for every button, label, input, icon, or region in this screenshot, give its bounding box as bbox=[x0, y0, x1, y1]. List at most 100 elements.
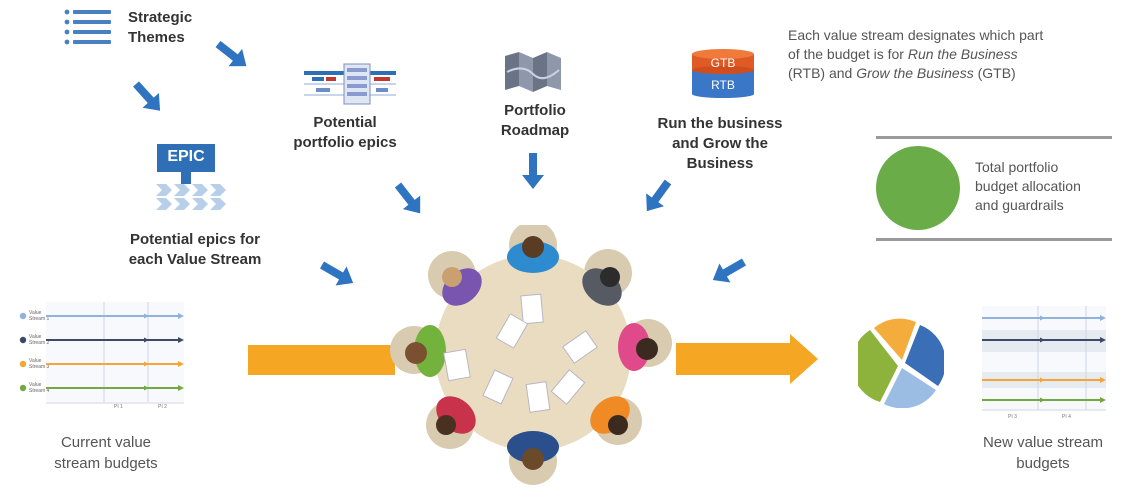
budget-bar-midhead bbox=[1040, 315, 1045, 321]
person-green bbox=[405, 325, 446, 377]
row-label: Stream 2 bbox=[29, 340, 50, 346]
row-label: Value bbox=[29, 310, 42, 316]
row-label: Stream 1 bbox=[29, 316, 50, 322]
chart-bg bbox=[46, 302, 184, 402]
budget-bar-midhead bbox=[144, 361, 149, 367]
list-icon bbox=[64, 9, 111, 45]
arrow-guardrails-to-table bbox=[707, 252, 750, 290]
total-budget-line-3: and guardrails bbox=[975, 197, 1064, 213]
budget-note-line-3-text: (RTB) and bbox=[788, 65, 857, 81]
total-budget-box-top-rule bbox=[876, 136, 1112, 139]
new-budgets-chart: PI 3 PI 4 bbox=[982, 306, 1106, 420]
chart-bg bbox=[982, 306, 1106, 410]
total-budget-label: Total portfolio budget allocation and gu… bbox=[975, 158, 1110, 215]
budget-note-run-the-business: Run the Business bbox=[907, 46, 1018, 62]
total-budget-line-2: budget allocation bbox=[975, 178, 1081, 194]
strategic-themes-line-2: Themes bbox=[128, 29, 185, 46]
gtb-tag: GTB bbox=[710, 56, 736, 70]
portfolio-epics-line-1: Potential bbox=[313, 114, 377, 131]
budget-note-line-2: of the budget is for Run the Business bbox=[788, 45, 1118, 64]
arrow-roadmap-to-table bbox=[522, 153, 544, 189]
potential-epics-line-2: each Value Stream bbox=[128, 251, 262, 268]
arrow-budget-to-table bbox=[637, 175, 677, 218]
current-budgets-line-2: stream budgets bbox=[54, 455, 158, 472]
row-dot bbox=[19, 312, 27, 320]
portfolio-epics-line-2: portfolio epics bbox=[293, 134, 397, 151]
budget-bar-arrowhead bbox=[178, 385, 184, 391]
rtb-gtb-line-1: Run the business bbox=[657, 115, 783, 132]
budget-note-line-3: (RTB) and Grow the Business (GTB) bbox=[788, 64, 1118, 83]
current-budgets-label: Current value stream budgets bbox=[20, 432, 192, 474]
roadmap-line-1: Portfolio bbox=[504, 102, 566, 119]
total-budget-line-1: Total portfolio bbox=[975, 159, 1059, 175]
roadmap-line-2: Roadmap bbox=[500, 122, 570, 139]
epic-signpost-icon bbox=[156, 144, 226, 210]
arrow-themes-to-epic-icon bbox=[127, 76, 169, 119]
total-budget-circle bbox=[876, 146, 960, 230]
budget-bar-midhead bbox=[144, 337, 149, 343]
person-navy bbox=[507, 431, 559, 470]
rtb-gtb-line-3: Business bbox=[686, 155, 754, 172]
new-budgets-line-2: budgets bbox=[1016, 455, 1070, 472]
budget-bar-arrowhead bbox=[1100, 315, 1106, 321]
budget-cylinder-icon bbox=[692, 49, 754, 98]
new-budgets-line-1: New value stream bbox=[982, 434, 1104, 451]
row-dot bbox=[19, 336, 27, 344]
budget-bar-midhead bbox=[144, 385, 149, 391]
folded-map-icon bbox=[505, 52, 561, 92]
budget-bar-arrowhead bbox=[178, 313, 184, 319]
epic-badge-text: EPIC bbox=[167, 148, 205, 165]
budget-bar-midhead bbox=[1040, 377, 1045, 383]
person-purple bbox=[442, 267, 482, 306]
tick-label: PI 3 bbox=[1008, 414, 1017, 420]
tick-label: PI 1 bbox=[114, 404, 123, 410]
rtb-gtb-label: Run the business and Grow the Business bbox=[630, 114, 810, 174]
budget-note-line-3-end: (GTB) bbox=[973, 65, 1016, 81]
row-label: Value bbox=[29, 358, 42, 364]
total-budget-box-bottom-rule bbox=[876, 238, 1112, 241]
tick-label: PI 4 bbox=[1062, 414, 1071, 420]
arrow-portfolio-epics-to-table bbox=[389, 178, 429, 221]
budget-bar-midhead bbox=[1040, 397, 1045, 403]
potential-epics-line-1: Potential epics for bbox=[129, 231, 261, 248]
roadmap-label: Portfolio Roadmap bbox=[460, 101, 610, 141]
orange-input-arrow bbox=[248, 345, 395, 375]
strategic-themes-line-1: Strategic bbox=[128, 9, 193, 26]
arrow-themes-to-epics bbox=[211, 35, 254, 75]
row-label: Stream 4 bbox=[29, 388, 50, 394]
budget-bar-arrowhead bbox=[1100, 337, 1106, 343]
rtb-gtb-line-2: and Grow the bbox=[672, 135, 768, 152]
row-label: Value bbox=[29, 382, 42, 388]
budget-note-line-2-text: of the budget is for bbox=[788, 46, 908, 62]
budget-note-line-1: Each value stream designates which part bbox=[788, 27, 1044, 43]
budget-bar-arrowhead bbox=[1100, 397, 1106, 403]
person-pink bbox=[618, 323, 658, 371]
new-allocation-pie bbox=[858, 318, 944, 408]
row-label: Stream 3 bbox=[29, 364, 50, 370]
row-dot bbox=[19, 360, 27, 368]
budget-bar-midhead bbox=[144, 313, 149, 319]
person-red bbox=[436, 396, 476, 435]
person-orange bbox=[590, 396, 630, 435]
person-dark-gray bbox=[582, 267, 622, 306]
budget-bar-arrowhead bbox=[178, 361, 184, 367]
budget-bar-arrowhead bbox=[178, 337, 184, 343]
orange-output-arrow bbox=[676, 334, 818, 384]
budget-bar-arrowhead bbox=[1100, 377, 1106, 383]
kanban-board-icon bbox=[304, 63, 396, 105]
portfolio-epics-label: Potential portfolio epics bbox=[270, 113, 420, 153]
new-budgets-label: New value stream budgets bbox=[968, 432, 1118, 474]
row-dot bbox=[19, 384, 27, 392]
current-budgets-line-1: Current value bbox=[60, 434, 152, 451]
budget-note: Each value stream designates which part … bbox=[788, 26, 1118, 83]
rtb-tag: RTB bbox=[711, 78, 735, 92]
potential-epics-label: Potential epics for each Value Stream bbox=[95, 230, 295, 270]
row-label: Value bbox=[29, 334, 42, 340]
arrow-epics-to-table bbox=[316, 255, 359, 293]
budget-note-grow-the-business: Grow the Business bbox=[856, 65, 974, 81]
budget-bar-midhead bbox=[1040, 337, 1045, 343]
strategic-themes-label: Strategic Themes bbox=[128, 8, 192, 48]
round-table-meeting bbox=[390, 225, 672, 485]
